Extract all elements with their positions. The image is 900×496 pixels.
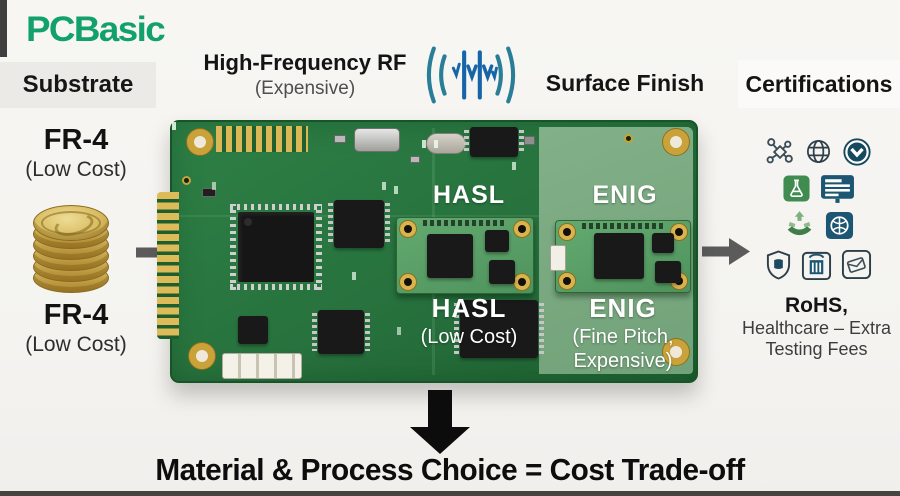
module-pad-row	[423, 220, 507, 226]
high-frequency-header: High-Frequency RF (Expensive)	[183, 50, 427, 100]
footer-title: Material & Process Choice = Cost Trade-o…	[155, 452, 745, 487]
qfp-microcontroller	[230, 204, 322, 290]
module-small-chip	[652, 233, 674, 253]
cert-icons-row-3	[742, 210, 894, 241]
certification-icons-grid	[742, 136, 894, 288]
module-main-chip	[594, 233, 644, 279]
certificate-icon	[820, 175, 854, 203]
rohs-label: RoHS,	[785, 294, 848, 317]
enig-module-board	[550, 220, 691, 293]
small-chip	[238, 316, 268, 344]
eco-recycle-icon	[787, 211, 811, 236]
smd-passive	[410, 156, 420, 163]
soic-chip	[464, 127, 524, 157]
hf-rf-subtitle: (Expensive)	[254, 78, 356, 99]
via-hole	[182, 176, 191, 185]
healthcare-label: Healthcare – Extra	[741, 318, 892, 338]
mail-label-icon	[841, 249, 871, 280]
white-jst-connector	[222, 353, 302, 379]
fr4-title: FR-4	[43, 124, 109, 156]
corner-pad	[671, 224, 687, 240]
hasl-caption-sub: (Low Cost)	[420, 326, 518, 348]
hasl-zone-label: HASL	[432, 181, 506, 209]
fr4-cost: (Low Cost)	[25, 158, 127, 181]
pcbasic-logo: PCBasic	[26, 10, 166, 49]
hf-rf-title: High-Frequency RF	[203, 50, 407, 75]
hasl-caption-title: HASL	[431, 293, 507, 323]
photo-edge-artifact	[0, 0, 7, 57]
enig-caption-sub2: Expensive)	[573, 350, 673, 372]
certifications-label: Certifications	[745, 70, 893, 97]
qfn-chip	[328, 200, 390, 248]
mounting-hole	[663, 129, 689, 155]
corner-pad	[559, 273, 575, 289]
substrate-label: Substrate	[22, 71, 134, 98]
pcb-board: HASL ENIG HASL (Low Cost)	[157, 120, 698, 383]
substrate-header: Substrate	[0, 62, 156, 108]
fr4-label-top: FR-4 (Low Cost)	[0, 124, 152, 182]
fr4-title: FR-4	[43, 299, 109, 331]
module-small-chip	[489, 260, 515, 284]
corner-pad	[559, 224, 575, 240]
rf-signal-icon	[426, 46, 516, 104]
module-small-chip	[655, 261, 681, 283]
waste-bin-icon	[801, 251, 831, 280]
shield-icon	[766, 249, 790, 280]
corner-pad	[514, 221, 530, 237]
enig-caption-title: ENIG	[589, 293, 657, 323]
smd-passive	[334, 135, 346, 143]
fr4-label-bottom: FR-4 (Low Cost)	[0, 299, 152, 357]
hasl-module-board	[396, 217, 534, 294]
enig-zone-label: ENIG	[592, 181, 658, 209]
mounting-hole	[187, 129, 213, 155]
testing-fees-label: Testing Fees	[765, 339, 868, 360]
crystal-oscillator	[354, 128, 400, 152]
check-badge-icon	[843, 137, 871, 166]
module-small-chip	[485, 230, 509, 252]
metal-crystal-can	[426, 133, 466, 154]
module-main-chip	[427, 234, 473, 278]
mounting-hole	[663, 339, 689, 365]
module-connector	[550, 245, 566, 271]
arrow-right-icon	[702, 238, 750, 265]
qfp-body	[238, 212, 314, 282]
cert-icons-row-2	[742, 174, 894, 203]
photo-bottom-edge	[0, 491, 900, 496]
module-pad-row	[582, 223, 664, 229]
globe-icon	[806, 139, 831, 164]
lab-flask-icon	[782, 175, 810, 202]
fr4-cost: (Low Cost)	[25, 333, 127, 356]
gold-coin-stack-icon	[31, 205, 111, 295]
corner-pad	[400, 274, 416, 290]
cert-icons-row-4	[742, 248, 894, 281]
arrow-down-icon	[410, 390, 470, 454]
smd-passive	[202, 188, 216, 197]
silkscreen-marks	[172, 122, 176, 130]
cert-icons-row-1	[742, 136, 894, 167]
certifications-header: Certifications	[738, 60, 900, 108]
qfn-chip	[312, 310, 370, 354]
enig-caption: ENIG (Fine Pitch, Expensive)	[552, 293, 694, 372]
coin-top-face	[33, 205, 109, 241]
enig-caption-sub1: (Fine Pitch,	[572, 326, 674, 348]
via-hole	[624, 134, 633, 143]
smd-passive	[524, 136, 535, 145]
corner-pad	[514, 274, 530, 290]
mounting-hole	[189, 343, 215, 369]
surface-finish-header: Surface Finish	[545, 70, 705, 96]
network-icon	[766, 138, 793, 164]
hasl-caption: HASL (Low Cost)	[396, 293, 542, 348]
corner-pad	[400, 221, 416, 237]
header-pads	[216, 126, 308, 152]
gold-edge-connector	[157, 192, 179, 339]
certifications-caption: RoHS, Healthcare – Extra Testing Fees	[733, 294, 900, 360]
soic-chip-large	[454, 300, 544, 358]
globe-grid-icon	[825, 211, 853, 240]
